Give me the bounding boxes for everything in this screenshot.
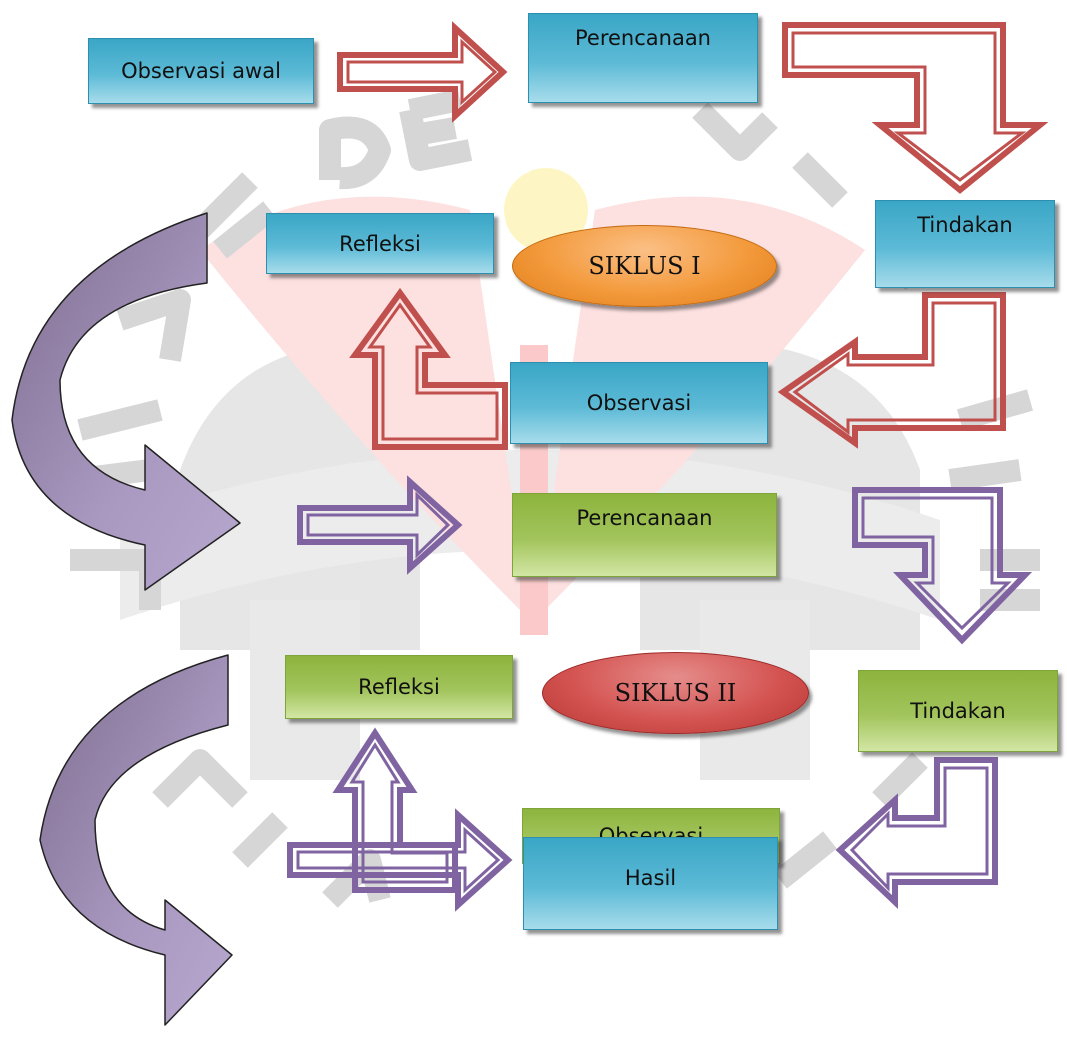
box-perencanaan-1: Perencanaan	[528, 13, 758, 103]
box-label: Refleksi	[358, 675, 440, 699]
box-label: Refleksi	[339, 231, 421, 256]
watermark-sun	[504, 168, 588, 252]
box-perencanaan-2: Perencanaan	[512, 493, 777, 577]
oval-siklus-1: SIKLUS I	[512, 225, 777, 307]
box-observasi-awal: Observasi awal	[88, 38, 314, 104]
oval-siklus-2: SIKLUS II	[542, 652, 809, 734]
box-tindakan-1: Tindakan	[875, 200, 1055, 288]
arrow-to-hasil	[287, 808, 513, 912]
box-label: Hasil	[624, 866, 677, 890]
arrow-to-perencanaan-2	[297, 475, 463, 575]
box-label: Observasi	[586, 391, 692, 415]
arrow-observasi-2-to-refleksi-2	[332, 727, 458, 893]
box-label: Perencanaan	[576, 506, 713, 530]
box-tindakan-2: Tindakan	[858, 670, 1058, 752]
arrow-observasi-to-refleksi	[349, 287, 508, 450]
oval-label: SIKLUS II	[614, 679, 737, 707]
box-label: Observasi awal	[121, 59, 281, 83]
curved-arrow-refleksi-to-siklus-2	[11, 212, 241, 591]
arrow-perencanaan-2-to-tindakan-2	[852, 487, 1033, 645]
curved-arrow-refleksi-2-to-hasil	[39, 654, 233, 1026]
box-refleksi-1: Refleksi	[266, 213, 494, 274]
arrow-tindakan-to-observasi	[777, 292, 1006, 449]
box-observasi-1: Observasi	[510, 362, 768, 444]
box-label: Tindakan	[910, 699, 1006, 723]
arrow-perencanaan-to-tindakan	[782, 22, 1049, 194]
arrow-tindakan-2-to-observasi-2	[835, 757, 998, 909]
box-label: Perencanaan	[574, 26, 711, 50]
arrow-observasi-awal-to-perencanaan	[337, 21, 508, 123]
box-label: Tindakan	[917, 213, 1013, 237]
box-refleksi-2: Refleksi	[285, 655, 513, 719]
oval-label: SIKLUS I	[588, 252, 701, 280]
box-hasil: Hasil	[523, 837, 778, 930]
